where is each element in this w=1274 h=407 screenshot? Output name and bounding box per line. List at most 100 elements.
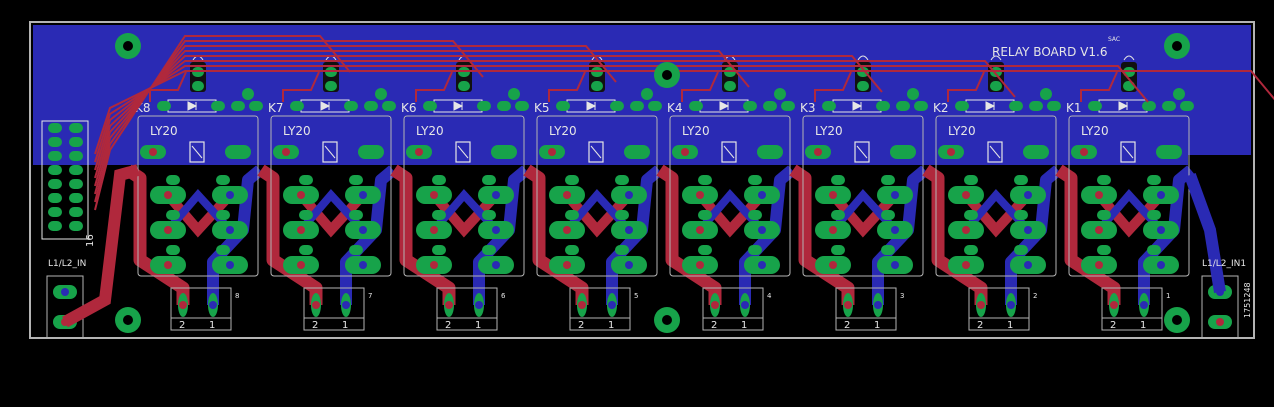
pad-drill: [962, 226, 970, 234]
driver-pad: [914, 101, 928, 111]
relay-coil-icon: [1122, 145, 1134, 159]
signal-trace: [947, 71, 985, 102]
driver-pad: [556, 101, 570, 111]
transistor-pad: [1040, 88, 1052, 100]
driver-pad: [896, 101, 910, 111]
driver-pad: [382, 101, 396, 111]
led-pad: [724, 81, 736, 91]
driver-pad: [423, 101, 437, 111]
pad-drill: [1157, 191, 1165, 199]
header-pad: [69, 137, 83, 147]
right-connector-label: L1/L2_IN1: [1202, 259, 1246, 269]
pad-drill: [164, 226, 172, 234]
pad-drill: [874, 301, 882, 309]
header-pad: [69, 165, 83, 175]
pad-drill: [681, 148, 689, 156]
signal-trace: [814, 71, 852, 102]
relay-coil-icon: [721, 141, 737, 163]
driver-pad: [344, 101, 358, 111]
terminal-pin-1: 1: [741, 320, 747, 331]
header-pad: [48, 207, 62, 217]
relay-name-label: K6: [401, 101, 417, 115]
contact-pad-small: [166, 245, 180, 255]
pad-drill: [563, 226, 571, 234]
pad-drill: [947, 148, 955, 156]
terminal-pin-1: 1: [342, 320, 348, 331]
signal-bus-trace: [94, 45, 617, 195]
driver-pad: [630, 101, 644, 111]
signal-trace: [149, 71, 187, 102]
terminal-block: [170, 287, 232, 331]
diode-icon: [320, 101, 331, 111]
relay-coil-icon: [191, 145, 203, 159]
transistor-pad: [375, 88, 387, 100]
driver-pad: [157, 101, 171, 111]
right-connector-part: 1751248: [1243, 282, 1252, 318]
led-pad: [1123, 81, 1135, 91]
pad-drill: [962, 261, 970, 269]
board-outline: [29, 21, 1255, 339]
contact-pad-small: [166, 210, 180, 220]
relay-part-label: LY20: [1081, 124, 1109, 138]
relay-outline: [802, 115, 924, 277]
terminal-pin-2: 2: [179, 320, 185, 331]
contact-pad-small: [964, 245, 978, 255]
contact-pad-small: [349, 210, 363, 220]
pad-drill: [563, 191, 571, 199]
transistor-pad: [774, 88, 786, 100]
relay-coil-icon: [590, 145, 602, 159]
signal-bus-trace: [94, 65, 1149, 163]
contact-pad-small: [964, 175, 978, 185]
relay-name-label: K4: [667, 101, 683, 115]
contact-pad-small: [216, 175, 230, 185]
driver-pad: [955, 101, 969, 111]
contact-pad-small: [698, 210, 712, 220]
pad-drill: [342, 301, 350, 309]
signal-trace: [415, 71, 453, 102]
pad-drill: [226, 191, 234, 199]
pad-drill: [633, 148, 641, 156]
terminal-pin-1: 1: [608, 320, 614, 331]
terminal-block: [569, 287, 631, 331]
pad-drill: [563, 261, 571, 269]
relay-coil-icon: [189, 141, 205, 163]
pad-drill: [696, 191, 704, 199]
relay-outline: [1068, 115, 1190, 277]
contact-pad-small: [831, 245, 845, 255]
relay-name-label: K5: [534, 101, 550, 115]
driver-pad: [610, 101, 624, 111]
pad-drill: [766, 148, 774, 156]
terminal-block: [702, 287, 764, 331]
pad-drill: [1024, 261, 1032, 269]
terminal-block: [835, 287, 897, 331]
input-trace: [62, 164, 140, 328]
signal-bus-trace: [94, 50, 750, 187]
driver-pad: [822, 101, 836, 111]
contact-pad-small: [482, 245, 496, 255]
mounting-hole-drill: [662, 315, 672, 325]
contact-pad-small: [432, 210, 446, 220]
pad-drill: [226, 261, 234, 269]
pad-drill: [445, 301, 453, 309]
pad-drill: [1165, 148, 1173, 156]
signal-trace: [548, 71, 586, 102]
contact-trace: [164, 191, 234, 238]
pad-drill: [899, 148, 907, 156]
pad-drill: [625, 191, 633, 199]
relay-coil-icon: [455, 141, 471, 163]
contact-pad-small: [881, 245, 895, 255]
terminal-pin-2: 2: [578, 320, 584, 331]
relay-part-label: LY20: [283, 124, 311, 138]
header-pad: [69, 207, 83, 217]
diode-icon: [852, 101, 863, 111]
pad-drill: [962, 191, 970, 199]
relay-part-label: LY20: [549, 124, 577, 138]
driver-pad: [781, 101, 795, 111]
driver-pad: [1180, 101, 1194, 111]
contact-pad-small: [432, 175, 446, 185]
header-pad: [48, 165, 62, 175]
header-pad: [69, 151, 83, 161]
pad-drill: [179, 301, 187, 309]
